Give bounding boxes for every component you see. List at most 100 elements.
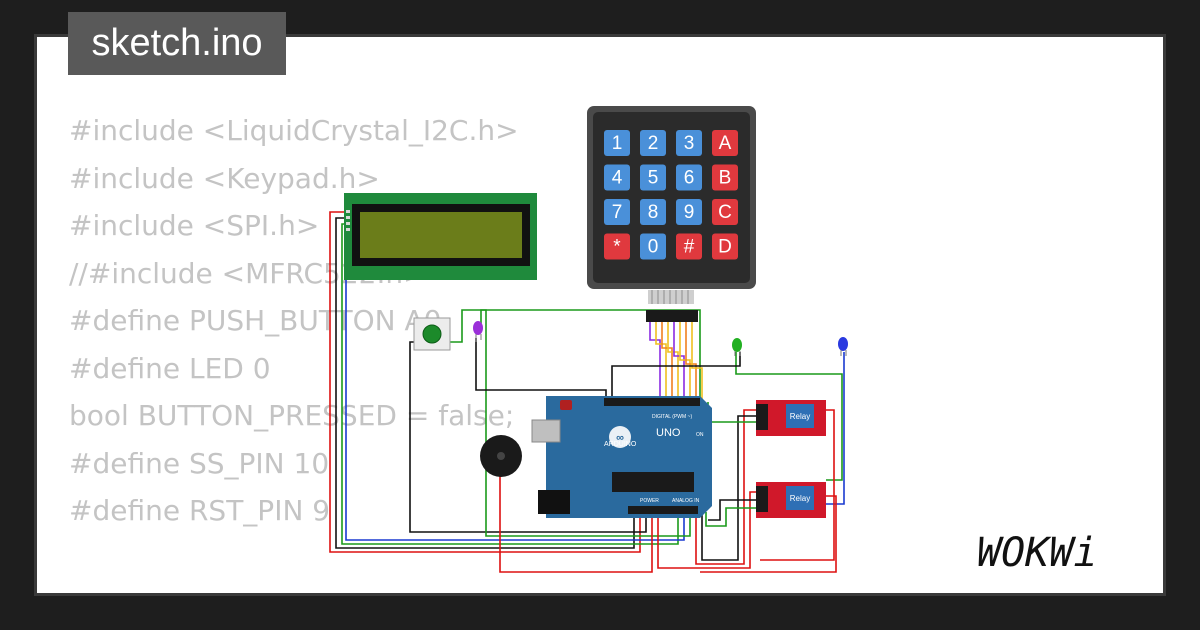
code-line: bool BUTTON_PRESSED = false; [69,399,515,432]
keypad-key-label: 3 [684,133,695,154]
code-line: #include <SPI.h> [69,209,320,242]
keypad-key-label: # [684,237,695,258]
keypad-key-#[interactable]: # [676,233,702,260]
keypad-key-2[interactable]: 2 [640,130,666,156]
wire-keypad-2[interactable] [655,322,667,402]
wire-led-purple-signal[interactable] [480,309,701,402]
keypad-key-face [604,130,630,156]
keypad-key-4[interactable]: 4 [604,164,630,191]
keypad-key-face [712,199,738,225]
svg-text:∞: ∞ [616,432,624,444]
wire-keypad-4[interactable] [667,322,679,402]
keypad-key-3[interactable]: 3 [676,130,702,156]
keypad-key-B[interactable]: B [712,164,738,191]
lcd-display[interactable] [344,193,537,280]
keypad-key-label: 9 [684,202,695,223]
push-button-cap[interactable] [422,324,442,344]
keypad-key-face [640,199,666,225]
relay-header [756,404,768,430]
wire-green-led-gnd[interactable] [611,352,741,402]
keypad-key-face [676,164,702,191]
wire-buzzer[interactable] [499,476,653,573]
keypad-key-D[interactable]: D [712,233,738,260]
keypad-key-C[interactable]: C [712,199,738,225]
keypad-key-5[interactable]: 5 [640,164,666,191]
keypad-key-label: 2 [648,133,659,154]
analog-header [628,506,698,514]
keypad-key-*[interactable]: * [604,233,630,260]
keypad-key-label: * [613,237,621,258]
keypad-key-7[interactable]: 7 [604,199,630,225]
code-line: #define SS_PIN 10 [69,446,330,480]
code-preview: #include <LiquidCrystal_I2C.h> #include … [69,107,604,593]
digital-header [604,398,700,406]
led-blue[interactable] [838,337,848,356]
wire-relay1-in[interactable] [707,402,756,423]
keypad-ribbon [648,290,694,304]
wire-keypad-1[interactable] [649,322,661,402]
wire-relay1-gnd[interactable] [701,415,756,561]
wire-relay1-vcc[interactable] [695,409,756,565]
atmega-chip [612,472,694,492]
on-label: ON [696,432,704,438]
wire-keypad-7[interactable] [685,322,697,402]
relay-module-1[interactable]: Relay [756,400,826,436]
keypad-key-6[interactable]: 6 [676,164,702,191]
keypad-key-face [712,130,738,156]
led-green[interactable] [732,338,742,356]
reset-button[interactable] [560,400,572,410]
analog-label: ANALOG IN [672,498,700,504]
wire-relay2-in[interactable] [705,507,756,527]
wire-keypad-6[interactable] [679,322,691,402]
wire-relay2-gnd[interactable] [708,499,756,521]
logo-text: WOKWi [977,530,1097,576]
keypad-key-A[interactable]: A [712,130,738,156]
keypad-key-0[interactable]: 0 [640,233,666,260]
keypad-body [593,112,750,283]
wires [329,211,845,573]
wire-relay2-vcc[interactable] [657,491,756,569]
wire-keypad-8[interactable] [691,322,703,402]
keypad-key-label: 0 [648,237,659,258]
keypad-key-label: 6 [684,168,695,189]
wire-keypad-5[interactable] [673,322,685,402]
wire-relay-com[interactable] [760,409,835,561]
code-line: #define PUSH_BUTTON A0 [69,304,442,337]
wire-led-purple-gnd[interactable] [475,338,607,402]
power-label: POWER [640,498,659,504]
arduino-logo-icon [609,426,631,448]
keypad-key-label: 1 [612,133,623,154]
keypad-key-face [604,164,630,191]
wire-lcd-vcc[interactable] [329,211,641,553]
keypad-key-9[interactable]: 9 [676,199,702,225]
keypad-connector [646,310,698,322]
code-line: #define RST_PIN 9 [69,494,331,527]
keypad-key-face [640,233,666,260]
keypad-key-face [640,164,666,191]
push-button[interactable] [413,317,451,351]
keypad-key-1[interactable]: 1 [604,130,630,156]
relay-block [786,404,814,428]
arduino-uno[interactable]: ∞ ARDUINO UNO DIGITAL (PWM ~) POWER ANAL… [531,396,712,518]
keypad-key-label: C [718,202,732,223]
relay-label: Relay [790,494,810,503]
wire-blue-led[interactable] [826,352,845,505]
keypad-key-label: 7 [612,202,623,223]
keypad-key-8[interactable]: 8 [640,199,666,225]
code-line: #include <LiquidCrystal_I2C.h> [69,114,519,147]
keypad-key-face [676,199,702,225]
keypad-key-label: B [719,168,732,189]
relay-module-2[interactable]: Relay [756,482,826,518]
wokwi-logo: WOKWi [977,530,1097,576]
relay-label: Relay [790,412,810,421]
keypad-key-label: D [718,237,732,258]
buzzer[interactable] [480,435,522,477]
code-line: #include <Keypad.h> [69,161,380,195]
file-tab[interactable]: sketch.ino [68,12,286,75]
wire-relay-com2[interactable] [700,495,837,573]
wire-keypad-3[interactable] [661,322,673,402]
led-purple[interactable] [473,321,483,342]
code-line: //MFRC522 mfrc522(SS_PIN, RST_PIN); [69,582,604,593]
keypad-key-label: 5 [648,168,659,189]
